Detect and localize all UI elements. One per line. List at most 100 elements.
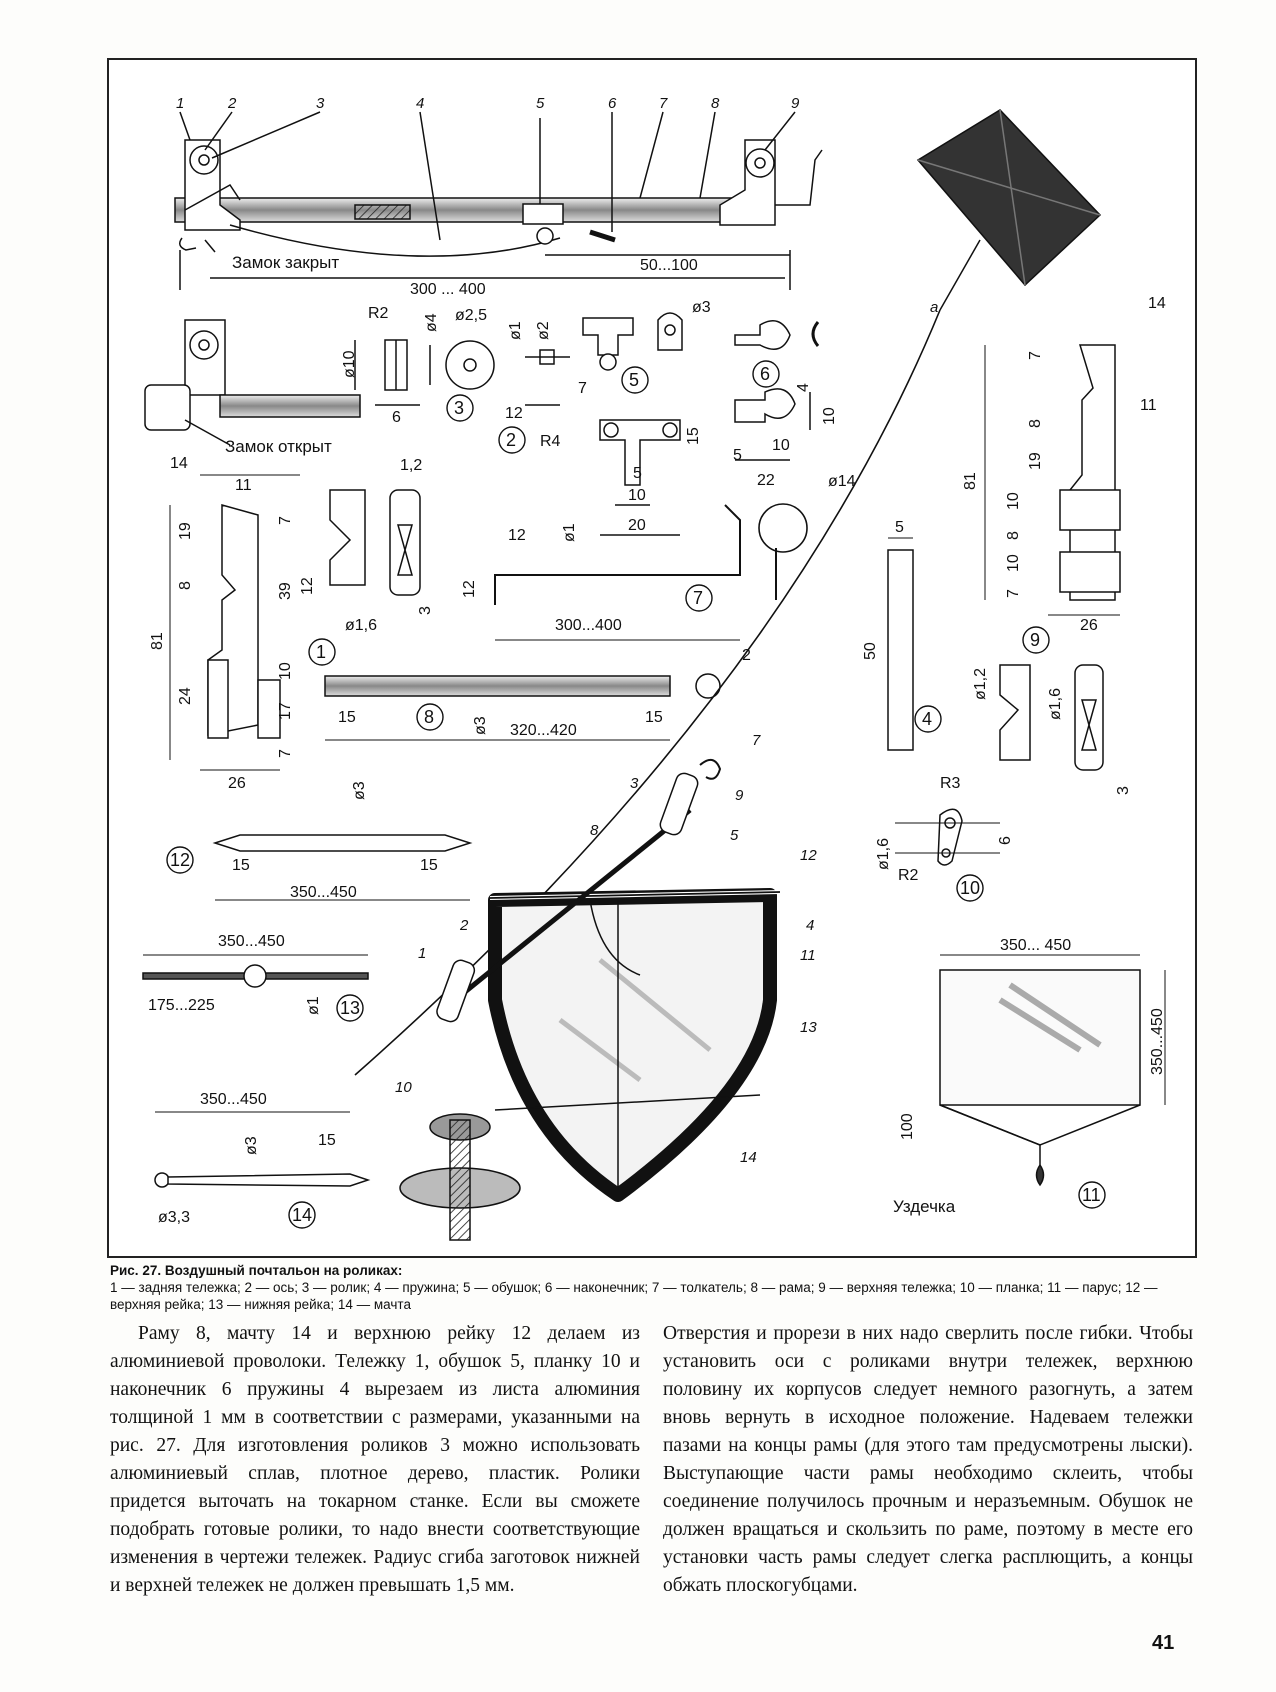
- part-4-number: 4: [922, 709, 932, 729]
- asm-callout-3: 3: [630, 775, 639, 792]
- dim-axle-d2: ø2: [535, 321, 552, 340]
- asm-callout-5: 5: [730, 827, 739, 844]
- dim-topdet-d1-2: ø1,2: [972, 668, 989, 700]
- dim-plate-6: 6: [997, 836, 1014, 845]
- asm-callout-10: 10: [395, 1079, 412, 1096]
- dim-lug-r4: R4: [540, 433, 561, 450]
- part-13-bottom-rail: [142, 954, 369, 988]
- asm-callout-12: 12: [800, 847, 817, 864]
- dim-top-26: 26: [1080, 617, 1098, 634]
- asm-callout-7: 7: [752, 732, 761, 749]
- part-11-number-circle: [1078, 1181, 1106, 1209]
- dim-rail13-len: 350...450: [218, 933, 285, 950]
- part-13-number-circle: [336, 994, 364, 1022]
- part-1-number-circle: [308, 638, 336, 666]
- dim-t1-11: 11: [235, 477, 252, 494]
- part-7-dims: 12 ø1 12 300...400 7 ø14: [461, 473, 856, 634]
- dim-top-11: 11: [1140, 397, 1157, 414]
- dim-50-100: 50...100: [640, 257, 698, 274]
- part-6-dims: 6 4 10 10 5 22: [733, 360, 838, 489]
- dim-mast-d3-3: ø3,3: [158, 1209, 190, 1226]
- part-3-number-circle: [446, 394, 474, 422]
- part-7-number-circle: [685, 584, 713, 612]
- asm-callout-1: 1: [418, 945, 426, 962]
- asm-callout-8: 8: [590, 822, 599, 839]
- label-bridle: Уздечка: [893, 1197, 956, 1216]
- callout-6: 6: [608, 95, 617, 112]
- top-assembly-labels: 1 2 3 4 5 6 7 8 9 Замок закрыт 50...100 …: [176, 95, 800, 298]
- dim-t1-10: 10: [277, 662, 294, 680]
- part-11-sail: [939, 954, 1166, 1187]
- dim-rail13-half: 175...225: [148, 997, 215, 1014]
- dim-roller-6: 6: [392, 409, 401, 426]
- part-8-number-circle: [416, 703, 444, 731]
- part-5-number-circle: [621, 366, 649, 394]
- dim-frame-15b: 15: [645, 709, 663, 726]
- callout-3: 3: [316, 95, 325, 112]
- callout-5: 5: [536, 95, 545, 112]
- dim-top-7b: 7: [1005, 589, 1022, 598]
- part-9-number: 9: [1030, 630, 1040, 650]
- dim-axle-d1: ø1: [507, 321, 524, 340]
- part-9-dims: 14 7 11 8 19 81 10 8 10 7 26 9: [962, 295, 1166, 654]
- part-9-number-circle: [1022, 626, 1050, 654]
- dim-roller-d10: ø10: [341, 350, 358, 378]
- dim-lug-10: 10: [628, 487, 646, 504]
- callout-8: 8: [711, 95, 720, 112]
- dim-lug-d3: ø3: [692, 299, 711, 316]
- part-7-number: 7: [693, 588, 703, 608]
- dim-t1-26: 26: [228, 775, 246, 792]
- part-11-dims: 350... 450 350...450 100 Уздечка 11: [893, 937, 1166, 1216]
- dim-rail12-d3: ø3: [351, 781, 368, 800]
- dim-pusher-12a: 12: [508, 527, 526, 544]
- part-14-number-circle: [288, 1201, 316, 1229]
- part-1-detail-dims: 1,2 12 3 ø1,6: [299, 457, 434, 634]
- dim-plate-r2: R2: [898, 867, 919, 884]
- part-4-dims: 5 50 4: [862, 519, 942, 733]
- part-4-number-circle: [914, 705, 942, 733]
- dim-t1-7b: 7: [277, 749, 294, 758]
- part-1-rear-trolley: [169, 474, 300, 771]
- dim-t1-39: 39: [277, 582, 294, 600]
- dim-frame-15a: 15: [338, 709, 356, 726]
- dim-t1-17: 17: [277, 702, 294, 720]
- figure-caption: Рис. 27. Воздушный почтальон на роликах:…: [110, 1262, 1200, 1313]
- dim-sail-width: 350... 450: [1000, 937, 1071, 954]
- part-11-number: 11: [1082, 1185, 1101, 1205]
- dim-frame-d3: ø3: [472, 716, 489, 735]
- caption-legend: 1 — задняя тележка; 2 — ось; 3 — ролик; …: [110, 1280, 1158, 1312]
- dim-rail13-d1: ø1: [305, 996, 322, 1015]
- dim-topdet-d1-6: ø1,6: [1047, 688, 1064, 720]
- dim-roller-r2: R2: [368, 305, 389, 322]
- part-14-dims: 350...450 ø3 15 ø3,3 14: [158, 1091, 336, 1229]
- label-lock-open: Замок открыт: [225, 437, 332, 456]
- dim-lug-20: 20: [628, 517, 646, 534]
- dim-tip-10b: 10: [772, 437, 790, 454]
- caption-title: Рис. 27. Воздушный почтальон на роликах:: [110, 1263, 403, 1278]
- dim-top-10a: 10: [1005, 492, 1022, 510]
- dim-spring-5: 5: [895, 519, 904, 536]
- dim-t1-7a: 7: [277, 516, 294, 525]
- dim-t1det-12: 12: [299, 577, 316, 595]
- asm-callout-4: 4: [806, 917, 814, 934]
- part-13-number: 13: [340, 998, 360, 1018]
- dim-sail-height: 350...450: [1149, 1008, 1166, 1075]
- part-8-frame: [324, 673, 721, 741]
- dim-tip-4: 4: [795, 383, 812, 392]
- part-8-number: 8: [424, 707, 434, 727]
- label-point-a: a: [930, 299, 938, 316]
- dim-top-81: 81: [962, 472, 979, 490]
- dim-lug-5: 5: [633, 465, 642, 482]
- dim-pusher-12b: 12: [461, 580, 478, 598]
- part-12-dims: ø3 15 15 350...450 12: [166, 781, 438, 901]
- dim-t1det-1-2: 1,2: [400, 457, 422, 474]
- dim-t1-8: 8: [177, 581, 194, 590]
- asm-callout-9: 9: [735, 787, 744, 804]
- dim-pusher-d1: ø1: [561, 523, 578, 542]
- part-9-detail-dims: ø1,2 ø1,6 3: [972, 668, 1132, 795]
- part-2-dims: ø1 ø2 7 12 2: [498, 321, 587, 454]
- part-4-spring: [887, 537, 914, 751]
- dim-mast-d3: ø3: [243, 1136, 260, 1155]
- part-6-number: 6: [760, 364, 770, 384]
- dim-lug-15: 15: [685, 427, 702, 445]
